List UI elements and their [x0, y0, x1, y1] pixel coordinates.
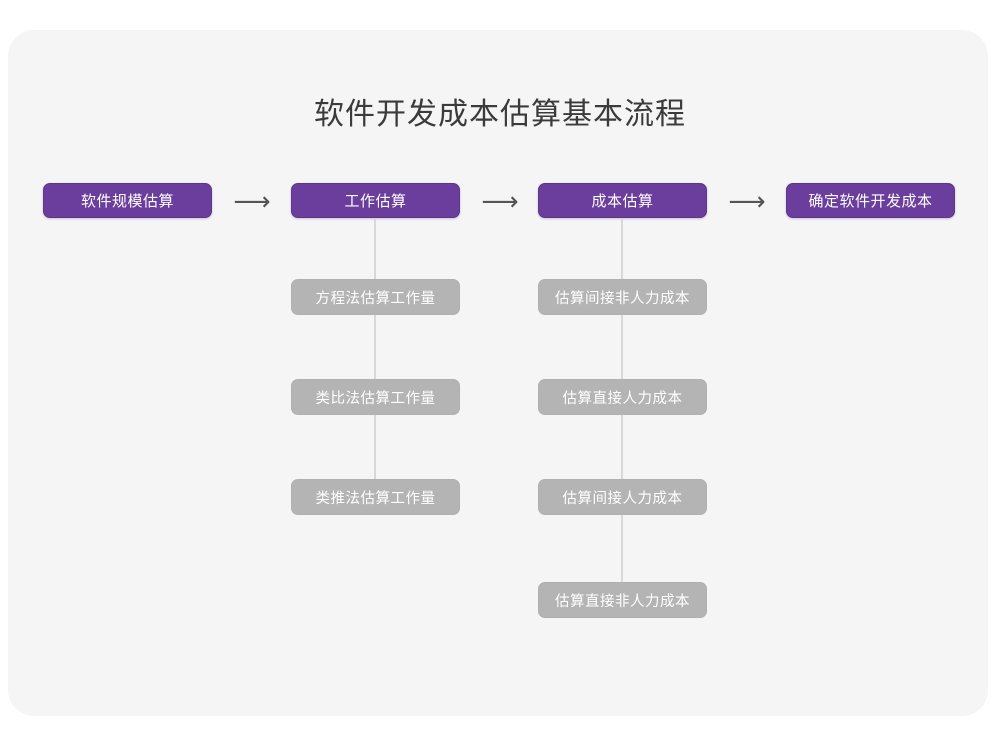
stage-node-cost-estimation[interactable]: 成本估算: [538, 183, 707, 218]
substep-node-analogy-method-effort[interactable]: 类比法估算工作量: [291, 379, 460, 415]
substep-node-indirect-nonlabor-cost[interactable]: 估算间接非人力成本: [538, 279, 707, 315]
substep-node-indirect-labor-cost[interactable]: 估算间接人力成本: [538, 479, 707, 515]
connector-effort-substep-2-to-3: [374, 415, 376, 479]
page-title: 软件开发成本估算基本流程: [314, 98, 686, 131]
substep-node-equation-method-effort[interactable]: 方程法估算工作量: [291, 279, 460, 315]
stage-node-software-scale-estimation[interactable]: 软件规模估算: [43, 183, 212, 218]
substep-node-direct-nonlabor-cost[interactable]: 估算直接非人力成本: [538, 582, 707, 618]
arrow-stage2-to-stage3: ⟶: [481, 186, 519, 216]
connector-cost-substep-2-to-3: [621, 415, 623, 479]
substep-node-inference-method-effort[interactable]: 类推法估算工作量: [291, 479, 460, 515]
arrow-stage3-to-stage4: ⟶: [728, 186, 766, 216]
connector-effort-substep-1-to-2: [374, 315, 376, 379]
substep-node-direct-labor-cost[interactable]: 估算直接人力成本: [538, 379, 707, 415]
stage-node-determine-development-cost[interactable]: 确定软件开发成本: [786, 183, 955, 218]
arrow-stage1-to-stage2: ⟶: [233, 186, 271, 216]
connector-cost-substep-3-to-4: [621, 515, 623, 582]
diagram-card: [8, 30, 988, 716]
stage-node-effort-estimation[interactable]: 工作估算: [291, 183, 460, 218]
connector-effort-to-substep-1: [374, 218, 376, 279]
connector-cost-substep-1-to-2: [621, 315, 623, 379]
connector-cost-to-substep-1: [621, 218, 623, 279]
